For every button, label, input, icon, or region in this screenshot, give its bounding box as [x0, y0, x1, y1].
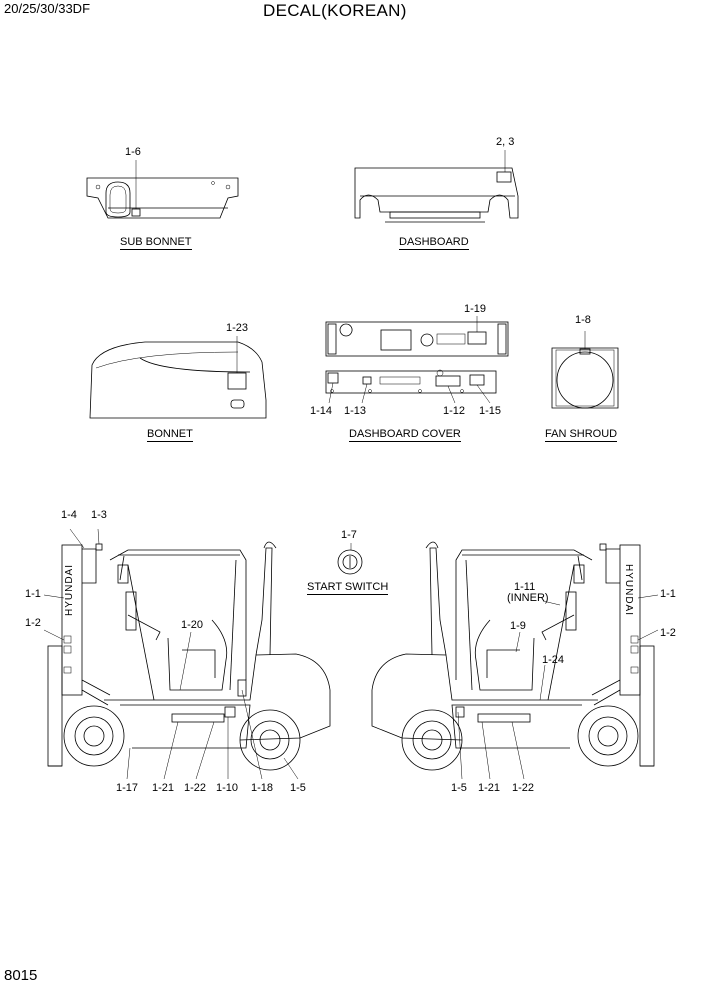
callout-1-6: 1-6: [125, 146, 141, 158]
callout-1-8: 1-8: [575, 314, 591, 326]
callout-right-1-2: 1-2: [660, 627, 676, 639]
forklift-right-side-drawing: [371, 541, 659, 780]
callout-left-1-20: 1-20: [181, 619, 204, 631]
callout-right-1-5: 1-5: [451, 782, 467, 794]
page-number: 8015: [4, 967, 38, 984]
model-range: 20/25/30/33DF: [4, 1, 91, 16]
mast-brand-decal-right: HYUNDAI: [623, 563, 635, 617]
callout-left-1-4: 1-4: [61, 509, 77, 521]
caption-start-switch: START SWITCH: [307, 581, 389, 595]
callout-1-12: 1-12: [443, 405, 466, 417]
callout-right-1-22: 1-22: [512, 782, 535, 794]
caption-dashboard-cover: DASHBOARD COVER: [349, 428, 461, 442]
callout-left-1-17: 1-17: [116, 782, 139, 794]
caption-dashboard: DASHBOARD: [399, 236, 469, 250]
page-title: DECAL(KOREAN): [263, 1, 407, 20]
callout-right-1-21: 1-21: [478, 782, 501, 794]
callout-right-inner: (INNER): [507, 592, 549, 604]
callout-1-7: 1-7: [341, 529, 357, 541]
callout-left-1-18: 1-18: [251, 782, 274, 794]
caption-bonnet: BONNET: [147, 428, 193, 442]
caption-sub-bonnet: SUB BONNET: [120, 236, 192, 250]
callout-left-1-5: 1-5: [290, 782, 306, 794]
dashboard-drawing: [354, 150, 519, 223]
callout-left-1-10: 1-10: [216, 782, 239, 794]
callout-right-1-11: 1-11: [514, 581, 536, 593]
caption-fan-shroud: FAN SHROUD: [545, 428, 618, 442]
callout-right-1-9: 1-9: [510, 620, 526, 632]
callout-1-19: 1-19: [464, 303, 487, 315]
callout-2-3: 2, 3: [496, 136, 515, 148]
callout-1-23: 1-23: [226, 322, 249, 334]
forklift-left-side-drawing: [43, 528, 331, 780]
callout-1-13: 1-13: [344, 405, 367, 417]
fan-shroud-drawing: [551, 331, 619, 409]
callout-right-1-1: 1-1: [660, 588, 676, 600]
mast-brand-decal-left: HYUNDAI: [64, 563, 76, 617]
bonnet-drawing: [89, 336, 267, 419]
callout-1-14: 1-14: [310, 405, 333, 417]
dashboard-cover-drawing: [325, 316, 509, 404]
callout-left-1-21: 1-21: [152, 782, 175, 794]
callout-left-1-1: 1-1: [25, 588, 41, 600]
callout-1-15: 1-15: [479, 405, 502, 417]
callout-left-1-3: 1-3: [91, 509, 107, 521]
start-switch-drawing: [337, 543, 363, 575]
callout-left-1-22: 1-22: [184, 782, 207, 794]
callout-left-1-2: 1-2: [25, 617, 41, 629]
sub-bonnet-drawing: [86, 160, 239, 219]
callout-right-1-24: 1-24: [542, 654, 565, 666]
